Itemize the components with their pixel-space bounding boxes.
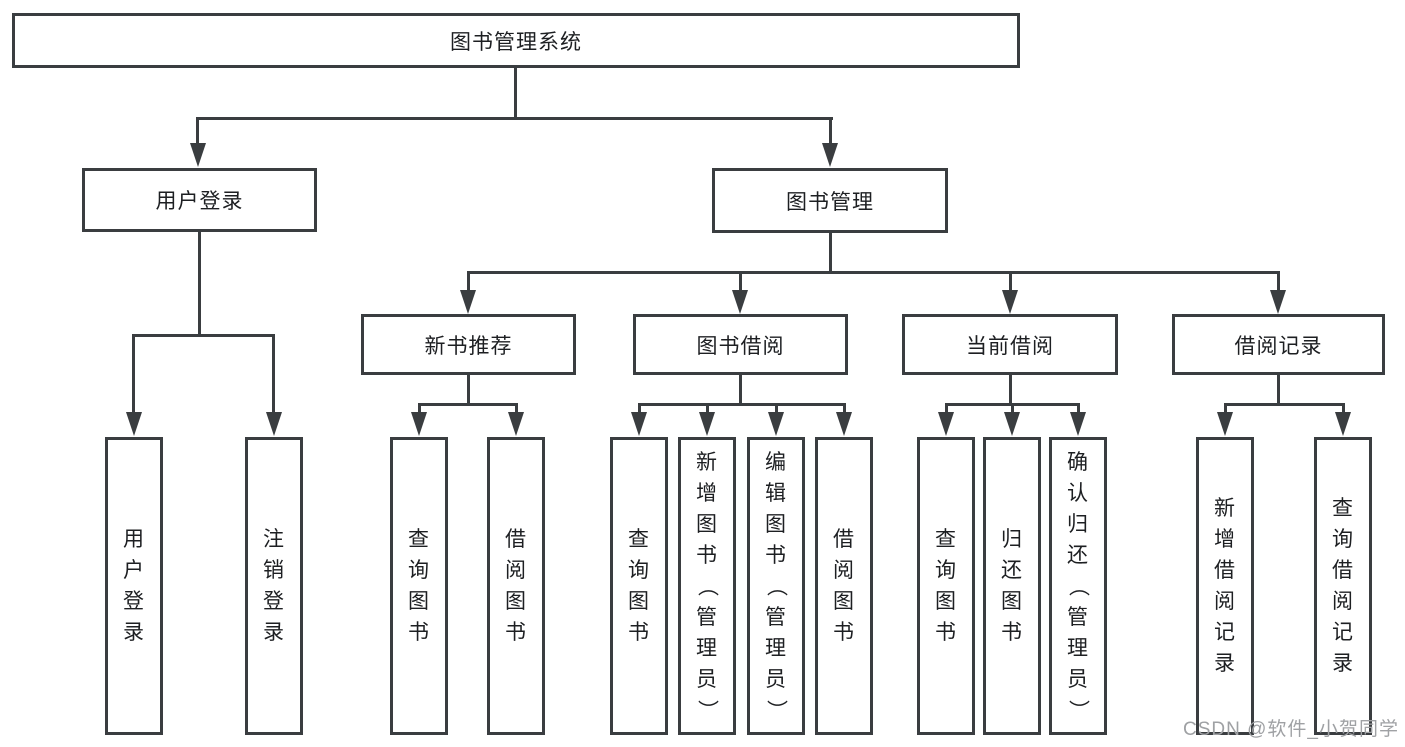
leaf-query-books-recommend: 查询图书 [390, 437, 448, 735]
connector-line [829, 233, 832, 273]
node-book-management: 图书管理 [712, 168, 948, 233]
arrow-down-icon [938, 412, 954, 436]
leaf-query-books-current: 查询图书 [917, 437, 975, 735]
node-library-system-label: 图书管理系统 [450, 30, 582, 54]
arrow-down-icon [190, 143, 206, 167]
leaf-edit-books-admin: 编辑图书（管理员） [747, 437, 805, 735]
watermark: CSDN @软件_小贺同学 [1183, 719, 1399, 740]
connector-line [196, 117, 833, 120]
leaf-add-borrow-record-label: 新增借阅记录 [1214, 497, 1236, 675]
connector-line [1009, 271, 1012, 293]
connector-line [638, 403, 845, 406]
leaf-user-login: 用户登录 [105, 437, 163, 735]
connector-line [196, 117, 199, 145]
arrow-down-icon [822, 143, 838, 167]
node-new-book-recommend: 新书推荐 [361, 314, 576, 375]
leaf-add-books-admin-label: 新增图书（管理员） [695, 450, 719, 722]
node-current-borrowing: 当前借阅 [902, 314, 1118, 375]
connector-line [1277, 271, 1280, 293]
leaf-return-books-label: 归还图书 [1001, 528, 1023, 644]
arrow-down-icon [699, 412, 715, 436]
connector-line [706, 403, 709, 414]
leaf-query-books-current-label: 查询图书 [935, 528, 957, 644]
node-borrowing-records-label: 借阅记录 [1234, 334, 1323, 358]
leaf-borrow-books: 借阅图书 [815, 437, 873, 735]
leaf-borrow-books-label: 借阅图书 [833, 528, 855, 644]
connector-line [132, 334, 135, 414]
connector-line [843, 403, 846, 414]
connector-line [467, 375, 470, 406]
leaf-logout-label: 注销登录 [263, 528, 285, 644]
arrow-down-icon [768, 412, 784, 436]
arrow-down-icon [1217, 412, 1233, 436]
connector-line [1224, 403, 1227, 414]
leaf-query-books-borrowing-label: 查询图书 [628, 528, 650, 644]
arrow-down-icon [732, 290, 748, 314]
leaf-query-books-recommend-label: 查询图书 [408, 528, 430, 644]
arrow-down-icon [1004, 412, 1020, 436]
connector-line [133, 334, 275, 337]
leaf-add-books-admin: 新增图书（管理员） [678, 437, 736, 735]
connector-line [514, 68, 517, 119]
arrow-down-icon [126, 412, 142, 436]
node-library-system: 图书管理系统 [12, 13, 1020, 68]
connector-line [272, 334, 275, 414]
connector-line [739, 271, 742, 293]
arrow-down-icon [1335, 412, 1351, 436]
node-new-book-recommend-label: 新书推荐 [424, 334, 513, 358]
arrow-down-icon [631, 412, 647, 436]
node-user-login-label: 用户登录 [155, 190, 244, 213]
node-book-borrowing-label: 图书借阅 [696, 334, 785, 358]
leaf-query-books-borrowing: 查询图书 [610, 437, 668, 735]
leaf-confirm-return-admin: 确认归还（管理员） [1049, 437, 1107, 735]
node-borrowing-records: 借阅记录 [1172, 314, 1385, 375]
connector-line [1342, 403, 1345, 414]
node-user-login: 用户登录 [82, 168, 317, 232]
leaf-logout: 注销登录 [245, 437, 303, 735]
connector-line [198, 232, 201, 337]
arrow-down-icon [266, 412, 282, 436]
connector-line [638, 403, 641, 414]
connector-line [1277, 375, 1280, 406]
connector-line [775, 403, 778, 414]
node-book-borrowing: 图书借阅 [633, 314, 848, 375]
connector-line [829, 117, 832, 145]
leaf-query-borrow-record-label: 查询借阅记录 [1332, 497, 1354, 675]
connector-line [1009, 375, 1012, 406]
leaf-confirm-return-admin-label: 确认归还（管理员） [1066, 450, 1090, 722]
leaf-return-books: 归还图书 [983, 437, 1041, 735]
connector-line [739, 375, 742, 406]
leaf-user-login-label: 用户登录 [123, 528, 145, 644]
connector-line [1077, 403, 1080, 414]
arrow-down-icon [411, 412, 427, 436]
arrow-down-icon [460, 290, 476, 314]
leaf-edit-books-admin-label: 编辑图书（管理员） [764, 450, 788, 722]
connector-line [418, 403, 518, 406]
arrow-down-icon [1002, 290, 1018, 314]
connector-line [1011, 403, 1014, 414]
leaf-query-borrow-record: 查询借阅记录 [1314, 437, 1372, 735]
connector-line [515, 403, 518, 414]
leaf-borrow-books-recommend-label: 借阅图书 [505, 528, 527, 644]
arrow-down-icon [836, 412, 852, 436]
leaf-borrow-books-recommend: 借阅图书 [487, 437, 545, 735]
arrow-down-icon [508, 412, 524, 436]
connector-line [467, 271, 1280, 274]
arrow-down-icon [1070, 412, 1086, 436]
node-current-borrowing-label: 当前借阅 [966, 334, 1054, 358]
connector-line [467, 271, 470, 293]
arrow-down-icon [1270, 290, 1286, 314]
connector-line [1224, 403, 1344, 406]
node-book-management-label: 图书管理 [786, 190, 874, 214]
connector-line [418, 403, 421, 414]
leaf-add-borrow-record: 新增借阅记录 [1196, 437, 1254, 735]
connector-line [945, 403, 948, 414]
